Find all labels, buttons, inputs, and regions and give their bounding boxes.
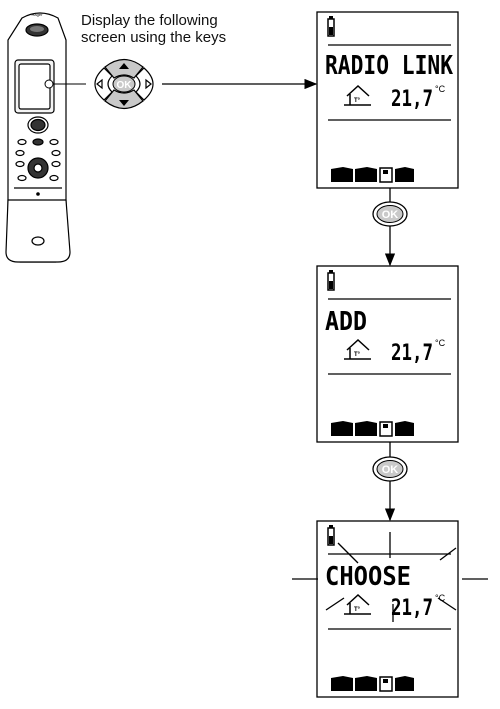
program-bar-icon [331, 676, 414, 692]
house-thermometer-icon: T° [344, 338, 371, 360]
remote-sensor-icon [25, 23, 49, 37]
remote-call-button [27, 116, 49, 134]
battery-icon [327, 270, 335, 291]
screen-3-unit: °C [435, 593, 446, 603]
remote-control: Hager [5, 12, 71, 263]
svg-text:T°: T° [354, 607, 361, 613]
remote-brand: Hager [32, 12, 44, 17]
down-arrow-key [104, 89, 144, 110]
battery-icon [327, 525, 335, 546]
lcd-screen-2: ADD T° 21,7 °C [316, 265, 459, 443]
ok-step-1-label: OK [382, 209, 399, 221]
instruction-text: Display the following screen using the k… [81, 12, 281, 46]
screen-1-label: RADIO LINK [325, 51, 453, 81]
ok-step-2-label: OK [382, 464, 399, 476]
screen-1-unit: °C [435, 84, 446, 94]
screen-3-temperature: 21,7 [391, 596, 433, 621]
up-arrow-key [104, 58, 144, 79]
ok-key: OK [112, 75, 136, 93]
screen-2-temperature: 21,7 [391, 341, 433, 366]
screen-1-temperature: 21,7 [391, 87, 433, 112]
program-bar-icon [331, 421, 414, 437]
svg-text:T°: T° [354, 98, 361, 104]
flashing-indicator-rays [292, 532, 488, 622]
house-thermometer-icon: T° [344, 593, 371, 615]
ok-step-2: OK [372, 442, 408, 522]
house-thermometer-icon: T° [344, 84, 371, 106]
screen-3-label: CHOOSE [325, 562, 411, 592]
left-arrow-key [94, 67, 113, 101]
instruction-line-2: screen using the keys [81, 29, 227, 46]
lcd-screen-1: RADIO LINK T° 21,7 °C [316, 11, 459, 189]
lcd-screen-3: CHOOSE T° 21,7 °C [316, 520, 459, 698]
screen-2-unit: °C [435, 338, 446, 348]
instruction-line-1: Display the following [81, 12, 218, 29]
ok-key-label: OK [117, 80, 133, 91]
keypad-callout: OK [44, 58, 318, 110]
ok-step-1: OK [372, 188, 408, 267]
right-arrow-key [135, 67, 154, 101]
remote-dpad [27, 157, 49, 179]
svg-text:T°: T° [354, 352, 361, 358]
screen-2-label: ADD [325, 307, 367, 337]
battery-icon [327, 16, 335, 37]
program-bar-icon [331, 167, 414, 183]
